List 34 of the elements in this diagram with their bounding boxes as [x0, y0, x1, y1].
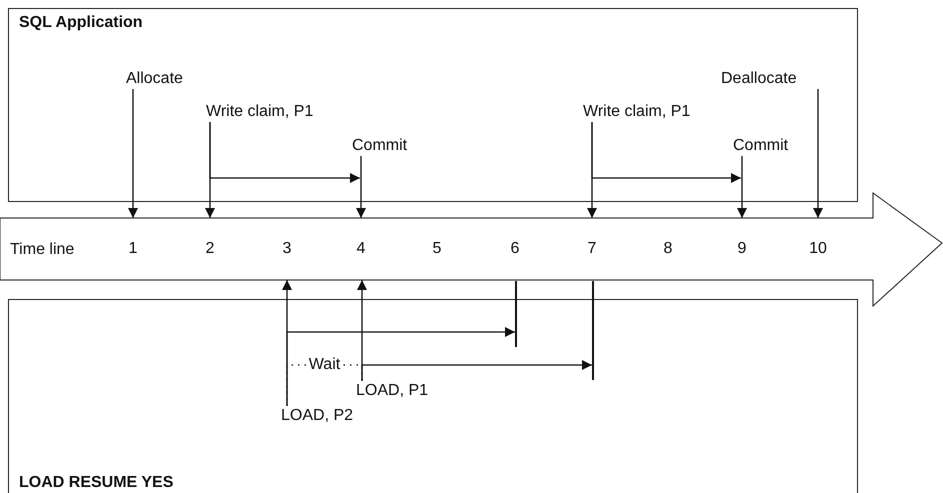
timeline-arrow [0, 193, 943, 307]
tick-number: 8 [653, 218, 683, 280]
tick-number: 6 [500, 218, 530, 280]
event-label: Commit [733, 136, 788, 156]
tick-number: 9 [727, 218, 757, 280]
tick-number: 1 [118, 218, 148, 280]
event-label: Write claim, P1 [583, 102, 690, 122]
process-panel [8, 299, 858, 493]
arrow [356, 156, 366, 218]
tick-number: 5 [422, 218, 452, 280]
event-label: LOAD, P1 [356, 381, 428, 401]
event-label: Commit [352, 136, 408, 156]
arrow [209, 122, 360, 183]
panel-title: LOAD RESUME YES [19, 474, 174, 492]
timeline-label: Time line [10, 240, 74, 260]
tick-number: 10 [803, 218, 833, 280]
tick-number: 7 [577, 218, 607, 280]
process-panel [8, 8, 858, 202]
arrow [128, 89, 138, 218]
tick-number: 2 [195, 218, 225, 280]
arrow [286, 327, 515, 406]
event-label: LOAD, P2 [281, 406, 354, 426]
arrow [591, 122, 741, 183]
marker-bar [592, 281, 594, 380]
event-label: Allocate [126, 69, 183, 89]
marker-bar [515, 281, 516, 347]
arrow [361, 360, 592, 381]
tick-number: 4 [346, 218, 376, 280]
tick-number: 3 [272, 218, 302, 280]
arrow [813, 89, 823, 218]
event-label: Deallocate [721, 69, 797, 89]
event-label: Write claim, P1 [206, 102, 314, 122]
arrow [737, 156, 747, 218]
panel-title: SQL Application [19, 14, 143, 32]
